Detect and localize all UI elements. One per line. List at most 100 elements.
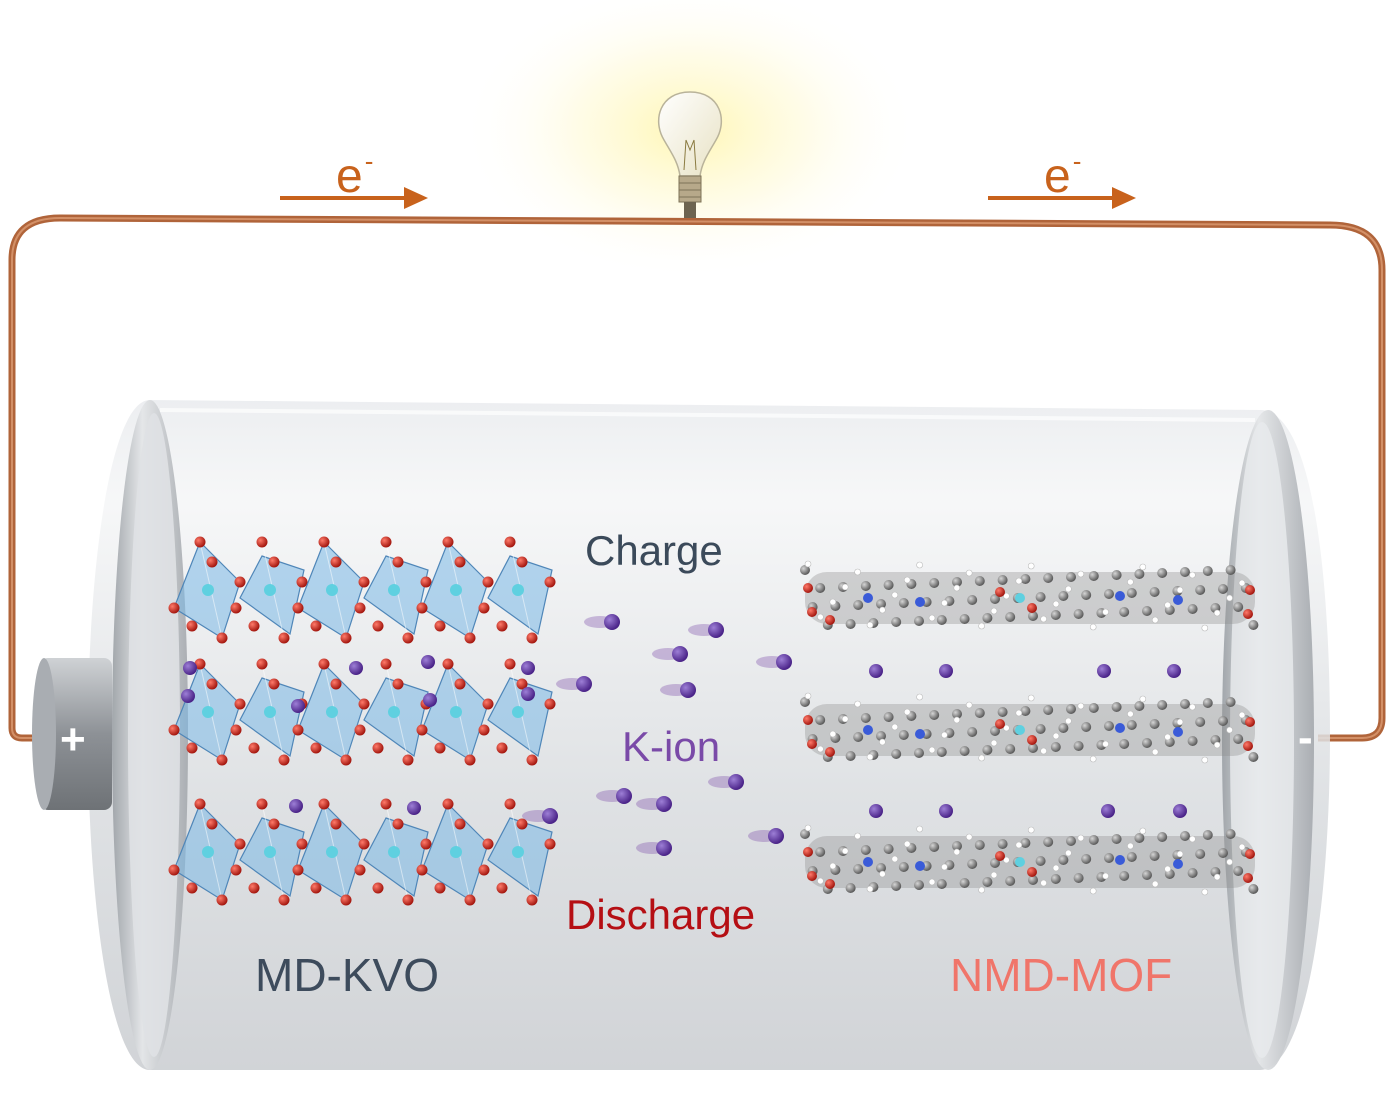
k-ion xyxy=(1101,804,1115,818)
oxygen-atom xyxy=(292,864,304,876)
hydrogen-atom xyxy=(978,886,985,894)
oxygen-atom xyxy=(454,556,466,568)
oxygen-atom xyxy=(442,798,454,810)
carbon-atom xyxy=(1233,734,1244,744)
k-ion xyxy=(672,646,688,662)
nitrogen-atom xyxy=(1173,595,1183,605)
oxygen-atom xyxy=(416,724,428,736)
carbon-atom xyxy=(1225,829,1236,839)
oxygen-atom xyxy=(168,602,180,614)
k-ion xyxy=(768,828,784,844)
carbon-atom xyxy=(883,712,894,722)
kvo-layer xyxy=(168,536,556,644)
oxygen-atom xyxy=(478,724,490,736)
carbon-atom xyxy=(860,581,871,591)
oxygen-atom xyxy=(248,620,260,632)
hydrogen-atom xyxy=(1040,747,1047,755)
hydrogen-atom xyxy=(1201,888,1209,896)
hydrogen-atom xyxy=(817,745,824,753)
carbon-atom xyxy=(860,713,871,723)
hydrogen-atom xyxy=(903,576,911,584)
oxygen-atom xyxy=(807,871,817,881)
oxygen-atom xyxy=(310,620,322,632)
carbon-atom xyxy=(1043,837,1054,847)
oxygen-atom xyxy=(392,678,404,690)
oxygen-atom xyxy=(442,658,454,670)
oxygen-atom xyxy=(292,602,304,614)
oxygen-atom xyxy=(825,747,835,757)
carbon-atom xyxy=(1005,744,1016,754)
oxygen-atom xyxy=(496,882,508,894)
oxygen-atom xyxy=(380,798,392,810)
oxygen-atom xyxy=(392,818,404,830)
oxygen-atom xyxy=(340,754,352,766)
hydrogen-atom xyxy=(879,606,886,614)
k-ion xyxy=(776,654,792,670)
oxygen-atom xyxy=(354,864,366,876)
oxygen-atom xyxy=(1243,873,1253,883)
carbon-atom xyxy=(1142,870,1152,880)
carbon-atom xyxy=(853,600,864,610)
oxygen-atom xyxy=(402,754,414,766)
k-ion xyxy=(939,804,953,818)
carbon-atom xyxy=(959,614,970,624)
hydrogen-atom xyxy=(928,614,936,622)
oxygen-atom xyxy=(482,698,494,710)
vanadium-atom xyxy=(326,584,338,596)
k-ion xyxy=(1097,664,1111,678)
carbon-atom xyxy=(1202,566,1213,576)
carbon-atom xyxy=(1119,871,1130,881)
carbon-atom xyxy=(891,881,902,891)
oxygen-atom xyxy=(464,632,476,644)
carbon-atom xyxy=(1180,699,1190,709)
moving-k-ion xyxy=(636,796,672,812)
hydrogen-atom xyxy=(903,840,911,848)
carbon-atom xyxy=(967,595,978,605)
oxygen-atom xyxy=(194,536,206,548)
carbon-atom xyxy=(1119,739,1130,749)
oxygen-atom xyxy=(248,882,260,894)
k-ion xyxy=(656,796,672,812)
hydrogen-atom xyxy=(1176,718,1184,726)
hydrogen-atom xyxy=(1027,826,1035,834)
carbon-atom xyxy=(1218,716,1228,726)
k-ion xyxy=(869,804,883,818)
moving-k-ion xyxy=(636,840,672,856)
carbon-atom xyxy=(1248,884,1259,894)
hydrogen-atom xyxy=(1139,563,1147,571)
oxygen-atom xyxy=(292,724,304,736)
hydrogen-atom xyxy=(1065,849,1072,857)
oxygen-atom xyxy=(256,798,268,810)
vanadium-atom xyxy=(264,846,276,858)
oxygen-atom xyxy=(516,678,528,690)
moving-k-ion xyxy=(522,808,558,824)
carbon-atom xyxy=(1020,706,1031,716)
carbon-atom xyxy=(1081,590,1092,600)
k-ion xyxy=(869,664,883,678)
carbon-atom xyxy=(914,748,924,758)
carbon-atom xyxy=(1195,849,1206,859)
k-ion xyxy=(604,614,620,630)
carbon-atom xyxy=(800,565,810,575)
hydrogen-atom xyxy=(1238,579,1246,587)
carbon-atom xyxy=(1142,738,1152,748)
carbon-atom xyxy=(1218,584,1228,594)
mof-layer xyxy=(800,824,1259,896)
hydrogen-atom xyxy=(1213,873,1221,881)
oxygen-atom xyxy=(402,894,414,906)
oxygen-atom xyxy=(194,798,206,810)
hydrogen-atom xyxy=(891,855,899,863)
hydrogen-atom xyxy=(941,731,948,739)
carbon-atom xyxy=(1028,611,1038,621)
hydrogen-atom xyxy=(841,583,849,591)
oxygen-atom xyxy=(392,556,404,568)
hydrogen-atom xyxy=(941,863,948,871)
oxygen-atom xyxy=(504,536,516,548)
oxygen-atom xyxy=(354,602,366,614)
carbon-atom xyxy=(1058,855,1069,865)
carbon-atom xyxy=(891,749,902,759)
vanadium-atom xyxy=(512,846,524,858)
hydrogen-atom xyxy=(965,701,973,709)
hydrogen-atom xyxy=(1102,740,1109,748)
